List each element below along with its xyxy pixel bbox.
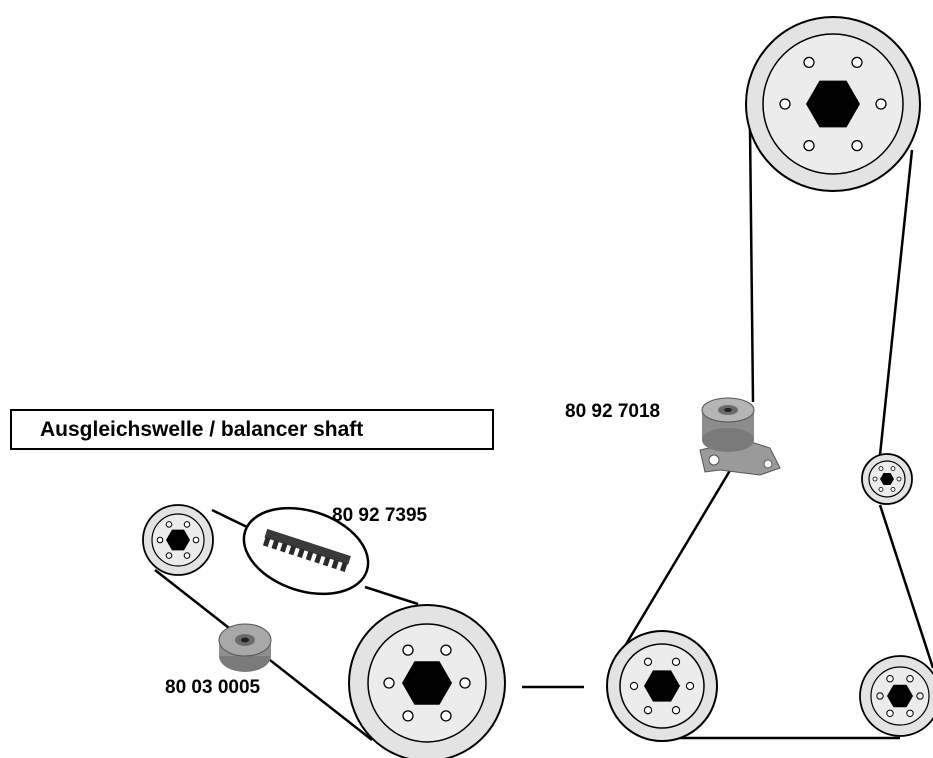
idler-part-number: 80 03 0005 <box>165 677 261 698</box>
belt-part-number: 80 92 7395 <box>332 505 428 526</box>
balancer-shaft-title: Ausgleichswelle / balancer shaft <box>10 409 494 450</box>
idler-pulley-part <box>218 623 272 672</box>
toothed-belt-image <box>262 528 351 572</box>
camshaft-sprocket <box>745 16 921 192</box>
tensioner-part-number: 80 92 7018 <box>565 401 661 422</box>
oil-pump-sprocket <box>859 655 933 737</box>
tensioner-part <box>699 397 781 476</box>
balancer-belt-callout <box>242 506 370 596</box>
crankshaft-sprocket <box>606 630 718 742</box>
balancer-shaft-sprocket <box>142 504 214 576</box>
idler-pulley-right <box>861 453 913 505</box>
main-timing-belt <box>617 127 933 740</box>
balancer-drive-sprocket <box>348 604 506 758</box>
